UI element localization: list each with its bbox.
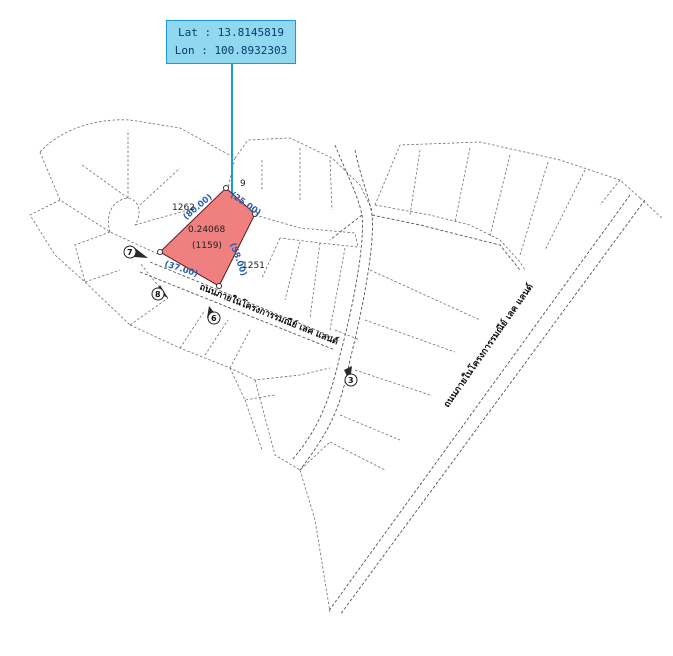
road-lines [139,144,646,616]
neighbor-parcel-label: 1262 [172,203,195,213]
map-marker-6[interactable]: 6 [207,306,221,325]
marker-number: 8 [155,290,161,299]
road-name-label: ถนนภายในโครงการรมณีย์ เลค แลนด์ [198,281,340,348]
map-marker-7[interactable]: 7 [123,245,148,259]
parcel-vertex [157,249,163,255]
neighbor-parcel-label: 9 [240,179,246,189]
map-marker-3[interactable]: 3 [344,366,358,387]
coordinate-callout: Lat : 13.8145819 Lon : 100.8932303 [166,20,296,64]
marker-number: 3 [348,376,354,385]
lot-boundaries [29,119,663,613]
parcel-vertex [223,185,229,191]
longitude-label: Lon : 100.8932303 [174,44,288,57]
parcel-number-label: (1159) [192,241,222,251]
parcel-vertex [216,283,222,289]
parcel-vertex [252,211,258,217]
neighbor-parcel-label: 1251 [242,261,265,271]
map-marker-8[interactable]: 8 [151,285,168,301]
latitude-label: Lat : 13.8145819 [178,26,284,39]
marker-number: 7 [127,248,133,257]
parcel-area-label: 0.24068 [188,225,225,235]
marker-number: 6 [211,314,217,323]
